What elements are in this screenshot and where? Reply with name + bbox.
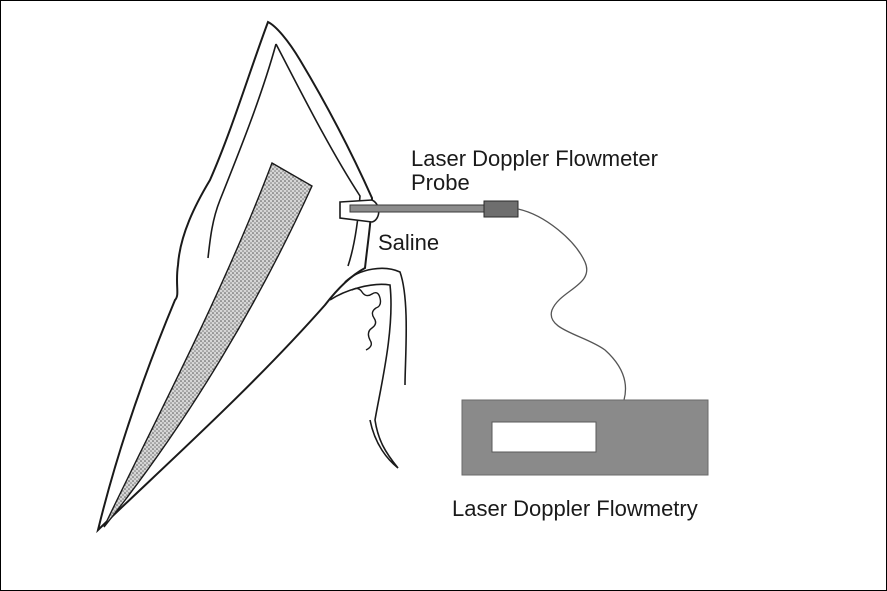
- probe-connector: [483, 200, 519, 218]
- probe-rod: [349, 204, 487, 213]
- device-display: [491, 421, 597, 453]
- probe-label: Laser Doppler Flowmeter Probe: [411, 147, 658, 195]
- tooth-outline: [96, 20, 374, 534]
- probe-label-line1: Laser Doppler Flowmeter: [411, 146, 658, 171]
- enamel-line: [207, 43, 361, 267]
- pulp-canal: [103, 161, 313, 528]
- periodontal-ligament: [351, 287, 382, 351]
- gingiva-line-inner: [329, 283, 399, 469]
- probe-label-line2: Probe: [411, 170, 470, 195]
- probe-cable: [517, 208, 627, 401]
- gingiva-line: [344, 267, 408, 386]
- device-label: Laser Doppler Flowmetry: [452, 496, 698, 521]
- saline-label: Saline: [378, 230, 440, 255]
